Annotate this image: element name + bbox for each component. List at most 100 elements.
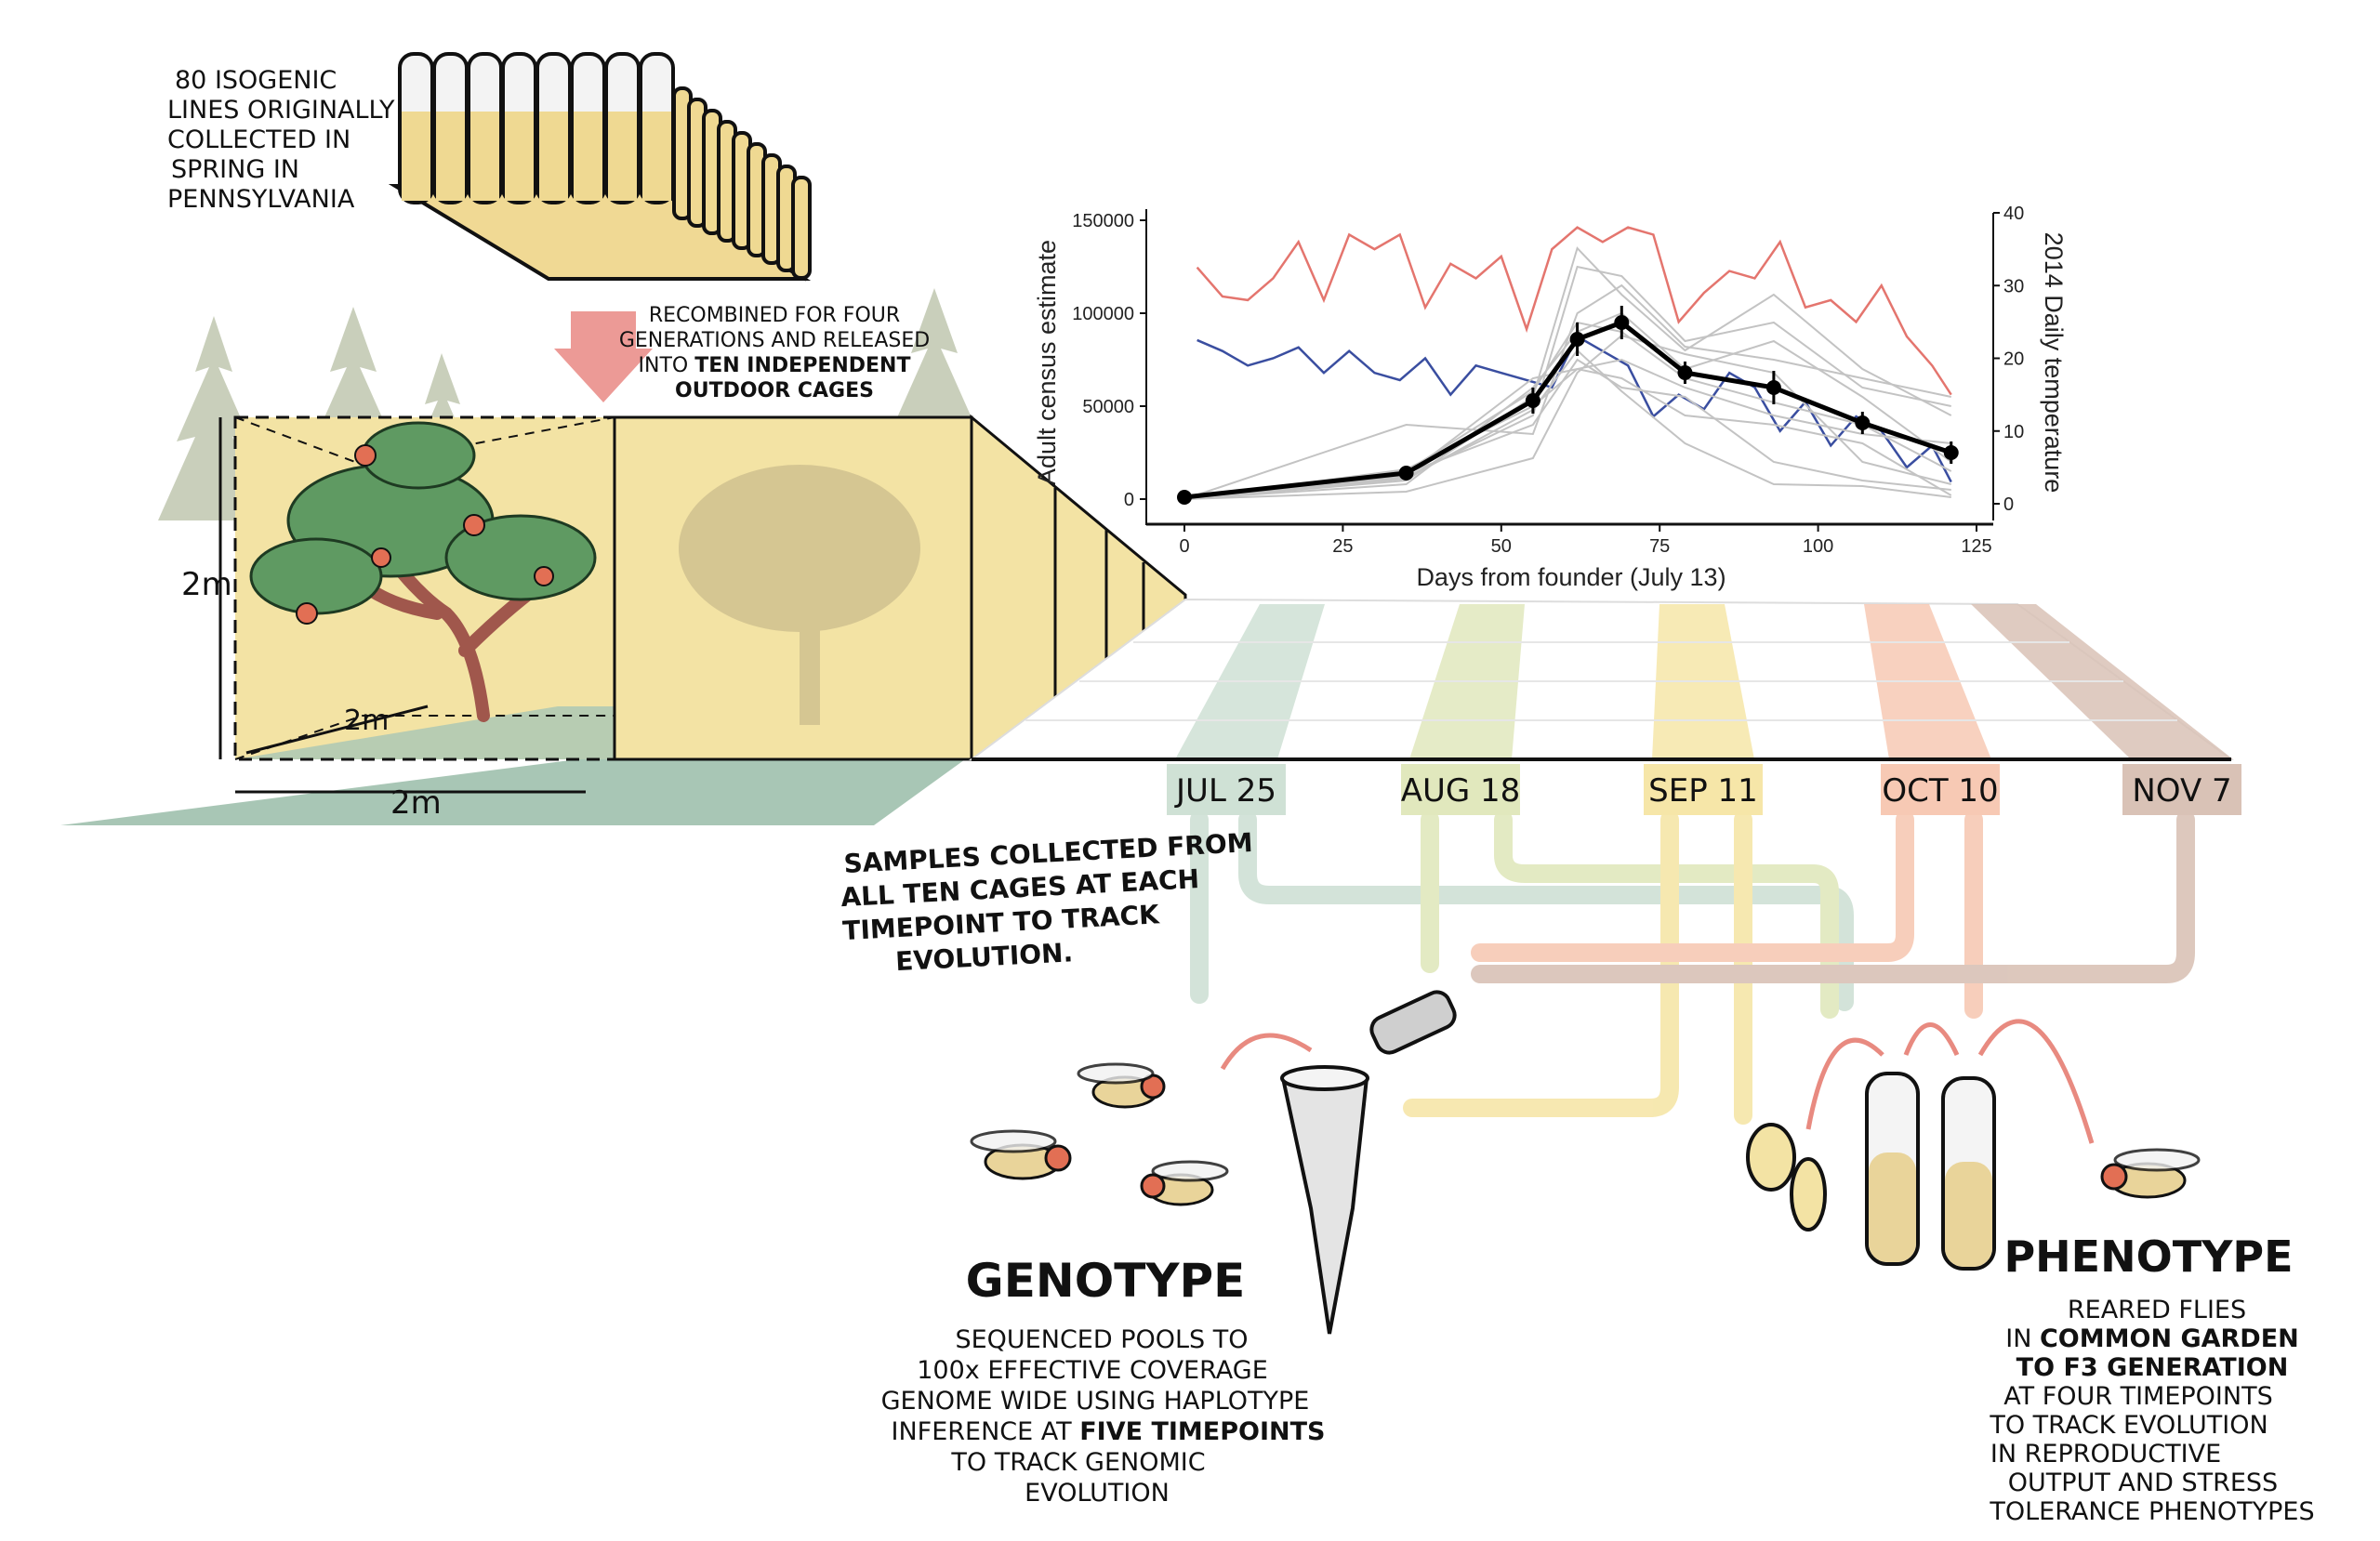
timepoint-label: AUG 18 (1401, 772, 1521, 810)
caption-line: PENNSYLVANIA (167, 185, 355, 214)
y-tick-label: 0 (1124, 490, 1134, 510)
timepoint-labels: JUL 25 AUG 18 SEP 11 OCT 10 NOV 7 (1167, 764, 2241, 815)
vial-food (642, 112, 671, 201)
timepoint-label: JUL 25 (1174, 772, 1276, 810)
vial-food (436, 112, 465, 201)
replicate-cage-line (1183, 358, 1951, 500)
replicate-cage-line (1183, 283, 1951, 500)
transfer-arrows (1220, 1019, 2095, 1144)
ground (60, 755, 972, 825)
genotype-title: GENOTYPE (966, 1254, 1246, 1308)
vial-food (470, 112, 499, 201)
phenotype-section: PHENOTYPE REARED FLIES IN COMMON GARDEN … (1989, 1231, 2314, 1526)
x-tick-label: 50 (1491, 536, 1512, 557)
timepoint-label: NOV 7 (2132, 772, 2231, 810)
y2-tick-label: 30 (2003, 276, 2024, 296)
timepoint-label: SEP 11 (1648, 772, 1758, 810)
y-tick-label: 100000 (1072, 304, 1134, 324)
caption-line: INTO TEN INDEPENDENT (639, 354, 911, 377)
mean-census-point (1398, 466, 1414, 481)
genotype-line: INFERENCE AT FIVE TIMEPOINTS (892, 1417, 1326, 1446)
y2-tick-label: 10 (2003, 422, 2024, 442)
mean-census-point (1177, 490, 1192, 505)
phenotype-line: TO TRACK EVOLUTION (1989, 1411, 2268, 1440)
x-tick-label: 125 (1961, 536, 1991, 557)
genotype-plain: INFERENCE AT (892, 1417, 1080, 1446)
isogenic-vials-illustration (388, 52, 812, 282)
timepoint-tag (1644, 764, 1763, 815)
caption-line: 80 ISOGENIC (175, 66, 337, 95)
replicate-cage-line (1183, 367, 1952, 500)
release-arrow-icon (554, 311, 653, 402)
vial-food (402, 112, 430, 201)
x-tick-label: 75 (1649, 536, 1670, 557)
timepoint-tag (1881, 764, 2000, 815)
cage-height-label: 2m (181, 566, 232, 603)
caption-line: COLLECTED IN (167, 125, 350, 154)
x-tick-label: 0 (1179, 536, 1189, 557)
caption-line: GENERATIONS AND RELEASED (619, 329, 930, 352)
x-tick-label: 25 (1332, 536, 1353, 557)
phenotype-title: PHENOTYPE (2003, 1231, 2293, 1282)
caption-line: RECOMBINED FOR FOUR (649, 304, 900, 327)
caption-line: LINES ORIGINALLY (167, 96, 395, 125)
phenotype-line: REARED FLIES (2068, 1296, 2246, 1324)
sample-flow-lines (1190, 810, 2195, 1125)
phenotype-line: IN COMMON GARDEN (2005, 1324, 2299, 1353)
y-axis-label: Adult census estimate (1033, 240, 1061, 485)
cage-depth-label: 2m (344, 705, 389, 737)
mean-census-point (1569, 332, 1585, 347)
vial (791, 176, 812, 280)
vial-food (539, 112, 568, 201)
phenotype-line: IN REPRODUCTIVE (1990, 1440, 2221, 1469)
founder-lines-caption: 80 ISOGENIC LINES ORIGINALLY COLLECTED I… (167, 66, 395, 214)
phenotype-line: OUTPUT AND STRESS (2008, 1469, 2278, 1497)
phenotype-bold: COMMON GARDEN (2040, 1324, 2299, 1353)
caption-line: EVOLUTION. (894, 937, 1074, 977)
y2-tick-label: 20 (2003, 349, 2024, 370)
caption-plain: INTO (639, 354, 695, 377)
census-temperature-chart: 0 25 50 75 100 125 0 50000 100000 150000 0 10 20 30 40… (1033, 204, 2068, 591)
genotype-bold: FIVE TIMEPOINTS (1079, 1417, 1325, 1446)
genotype-line: SEQUENCED POOLS TO (955, 1325, 1248, 1354)
phenotype-line: AT FOUR TIMEPOINTS (2003, 1382, 2272, 1411)
replicate-cage-line (1183, 349, 1951, 500)
timepoint-tag (2122, 764, 2241, 815)
mean-census-point (1677, 365, 1693, 380)
y2-tick-label: 40 (2003, 204, 2024, 224)
mean-census-point (1943, 445, 1959, 460)
genotype-section: GENOTYPE SEQUENCED POOLS TO 100x EFFECTI… (881, 1254, 1326, 1508)
y-tick-label: 150000 (1072, 211, 1134, 231)
microcentrifuge-tube-icon (1280, 990, 1457, 1335)
phenotype-plain: IN (2005, 1324, 2040, 1353)
mean-census-point (1525, 393, 1540, 408)
genotype-line: 100x EFFECTIVE COVERAGE (917, 1356, 1268, 1385)
phenotype-line: TOLERANCE PHENOTYPES (1989, 1497, 2314, 1526)
x-tick-label: 100 (1803, 536, 1833, 557)
caption-line: SPRING IN (171, 155, 299, 184)
x-axis-label: Days from founder (July 13) (1416, 563, 1726, 591)
timepoint-tag (1167, 764, 1286, 815)
caption-line: OUTDOOR CAGES (675, 379, 874, 402)
genotype-line: GENOME WIDE USING HAPLOTYPE (881, 1387, 1310, 1416)
phenotype-line: TO F3 GENERATION (2016, 1353, 2289, 1382)
y2-tick-label: 0 (2003, 494, 2014, 515)
vial-food (574, 112, 602, 201)
y-tick-label: 50000 (1082, 397, 1134, 417)
timepoint-label: OCT 10 (1882, 772, 1998, 810)
tmax-series-line (1196, 226, 1952, 396)
timepoint-tag (1401, 764, 1520, 815)
genotype-line: TO TRACK GENOMIC (950, 1448, 1205, 1477)
mean-census-point (1855, 415, 1871, 430)
vial-food (505, 112, 534, 201)
y2-axis-label: 2014 Daily temperature (2040, 232, 2068, 494)
fly-icons (970, 1062, 2201, 1206)
caption-bold: TEN INDEPENDENT (694, 354, 910, 377)
vial-food (608, 112, 637, 201)
genotype-line: EVOLUTION (1025, 1479, 1170, 1508)
mean-census-point (1765, 380, 1781, 395)
cage-width-label: 2m (390, 784, 442, 822)
timeline-plane (968, 598, 2235, 761)
phenotype-vials-icon (1746, 1072, 1996, 1271)
